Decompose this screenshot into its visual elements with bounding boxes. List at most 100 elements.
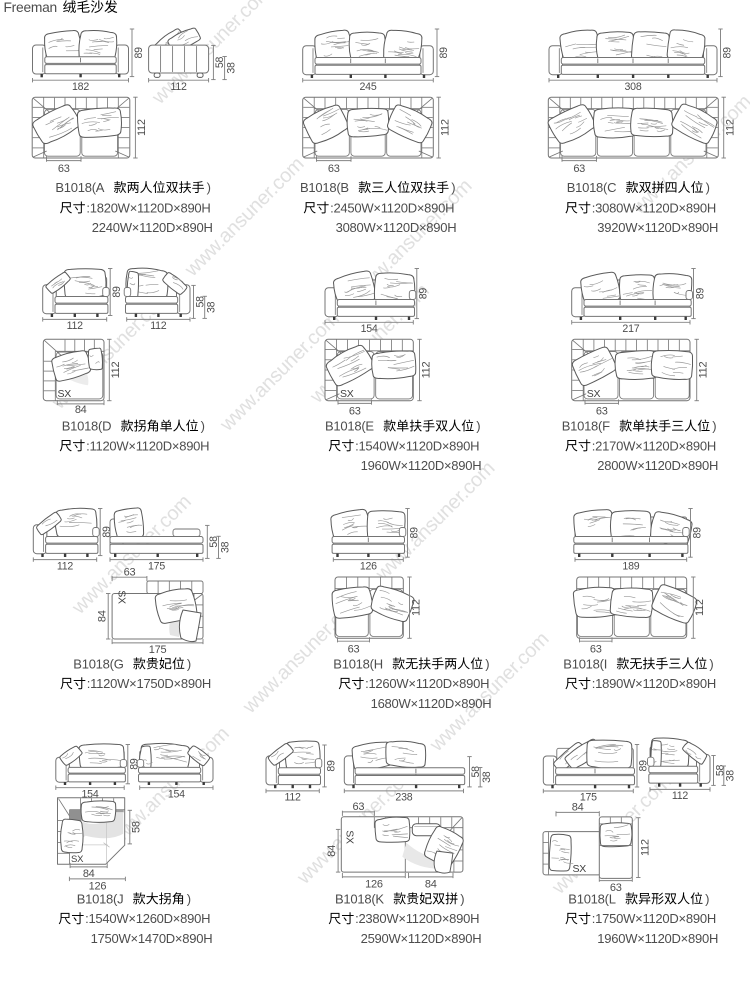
svg-text:1960W×1120D×890H: 1960W×1120D×890H — [597, 931, 718, 946]
svg-text:112: 112 — [440, 119, 452, 136]
svg-text:38: 38 — [219, 541, 231, 553]
svg-text:B1018(I: B1018(I — [563, 656, 607, 671]
svg-text:63: 63 — [348, 643, 360, 655]
svg-text:175: 175 — [148, 560, 165, 572]
svg-text:): ) — [187, 656, 191, 671]
svg-text:89: 89 — [111, 286, 123, 298]
svg-text:38: 38 — [725, 770, 737, 782]
svg-text:): ) — [709, 656, 713, 671]
svg-text:126: 126 — [365, 878, 383, 890]
svg-text::1120W×1120D×890H: :1120W×1120D×890H — [86, 438, 209, 453]
svg-text:B1018(H: B1018(H — [333, 656, 383, 671]
svg-text:63: 63 — [58, 163, 70, 175]
svg-text:89: 89 — [325, 760, 337, 772]
svg-text:89: 89 — [133, 47, 145, 59]
svg-text:1960W×1120D×890H: 1960W×1120D×890H — [361, 458, 482, 473]
svg-text:58: 58 — [470, 766, 482, 778]
svg-text::1820W×1120D×890H: :1820W×1120D×890H — [86, 200, 210, 215]
svg-text:63: 63 — [328, 163, 340, 175]
svg-text::3080W×1120D×890H: :3080W×1120D×890H — [592, 200, 716, 215]
svg-text:58: 58 — [208, 536, 220, 548]
svg-text::1750W×1120D×890H: :1750W×1120D×890H — [592, 911, 716, 926]
svg-text:B1018(K: B1018(K — [335, 891, 384, 906]
svg-text:238: 238 — [395, 792, 412, 804]
svg-text:1680W×1120D×890H: 1680W×1120D×890H — [371, 696, 492, 711]
svg-text:B1018(B: B1018(B — [300, 180, 349, 195]
svg-text:63: 63 — [610, 882, 622, 894]
svg-text:89: 89 — [101, 526, 113, 538]
svg-text::1540W×1120D×890H: :1540W×1120D×890H — [355, 438, 479, 453]
svg-text:1750W×1470D×890H: 1750W×1470D×890H — [91, 931, 213, 946]
svg-text:58: 58 — [194, 296, 206, 308]
svg-text:B1018(G: B1018(G — [73, 656, 123, 671]
svg-text:SX: SX — [587, 388, 601, 400]
svg-text:SX: SX — [573, 863, 587, 875]
svg-text:84: 84 — [75, 404, 87, 416]
svg-text:154: 154 — [168, 788, 185, 800]
svg-text:189: 189 — [622, 560, 639, 572]
svg-text:89: 89 — [694, 288, 706, 300]
svg-text::1120W×1750D×890H: :1120W×1750D×890H — [87, 676, 211, 691]
svg-text:245: 245 — [360, 81, 377, 93]
svg-text:38: 38 — [481, 771, 493, 783]
svg-text:Freeman: Freeman — [4, 0, 57, 15]
svg-text:175: 175 — [149, 644, 167, 656]
svg-text:): ) — [476, 419, 480, 434]
svg-text:3080W×1120D×890H: 3080W×1120D×890H — [336, 220, 457, 235]
svg-text:112: 112 — [57, 560, 73, 572]
svg-text:112: 112 — [150, 320, 166, 332]
svg-text:308: 308 — [625, 81, 642, 93]
svg-text:63: 63 — [590, 643, 602, 655]
svg-text:112: 112 — [136, 119, 148, 136]
svg-text:SX: SX — [116, 590, 128, 604]
svg-text:217: 217 — [622, 323, 639, 335]
svg-text:84: 84 — [572, 802, 584, 814]
svg-text:): ) — [187, 891, 191, 906]
svg-text:): ) — [712, 419, 716, 434]
svg-text:38: 38 — [225, 62, 237, 74]
svg-text:84: 84 — [96, 610, 108, 622]
svg-text:SX: SX — [71, 854, 84, 865]
svg-text:175: 175 — [580, 792, 597, 804]
svg-text:B1018(E: B1018(E — [325, 419, 374, 434]
svg-text:B1018(J: B1018(J — [77, 891, 124, 906]
svg-text::2170W×1120D×890H: :2170W×1120D×890H — [592, 438, 716, 453]
svg-text:): ) — [705, 891, 709, 906]
svg-text:112: 112 — [725, 119, 737, 136]
svg-text:112: 112 — [410, 599, 422, 616]
svg-text:SX: SX — [58, 388, 72, 400]
svg-text:B1018(C: B1018(C — [567, 180, 617, 195]
svg-text:63: 63 — [573, 163, 585, 175]
svg-text::2380W×1120D×890H: :2380W×1120D×890H — [355, 911, 479, 926]
svg-text:89: 89 — [408, 527, 420, 539]
svg-text::2450W×1120D×890H: :2450W×1120D×890H — [330, 200, 454, 215]
svg-text:B1018(F: B1018(F — [562, 419, 610, 434]
svg-text:112: 112 — [110, 361, 122, 378]
svg-text:2240W×1120D×890H: 2240W×1120D×890H — [92, 220, 213, 235]
svg-text:2800W×1120D×890H: 2800W×1120D×890H — [597, 458, 718, 473]
svg-text:112: 112 — [171, 81, 187, 93]
svg-text:): ) — [451, 180, 455, 195]
svg-text:112: 112 — [420, 361, 432, 378]
svg-text:84: 84 — [425, 878, 437, 890]
svg-text:63: 63 — [353, 801, 365, 813]
svg-text:): ) — [460, 891, 464, 906]
svg-text:89: 89 — [129, 758, 141, 770]
svg-text:SX: SX — [340, 388, 354, 400]
svg-text:58: 58 — [214, 57, 226, 69]
svg-text:B1018(D: B1018(D — [62, 419, 112, 434]
svg-text:112: 112 — [285, 792, 301, 804]
svg-text:154: 154 — [361, 323, 378, 335]
svg-text:38: 38 — [206, 301, 218, 313]
svg-text:89: 89 — [418, 288, 430, 300]
svg-text:126: 126 — [89, 880, 107, 892]
svg-text:58: 58 — [131, 821, 143, 833]
svg-text:112: 112 — [694, 599, 706, 616]
svg-text::1890W×1120D×890H: :1890W×1120D×890H — [592, 676, 716, 691]
svg-text:SX: SX — [344, 830, 356, 844]
svg-text:182: 182 — [72, 81, 89, 93]
svg-text:112: 112 — [640, 839, 652, 856]
svg-text:): ) — [201, 419, 205, 434]
svg-text:B1018(L: B1018(L — [568, 891, 615, 906]
svg-text:84: 84 — [83, 868, 95, 880]
